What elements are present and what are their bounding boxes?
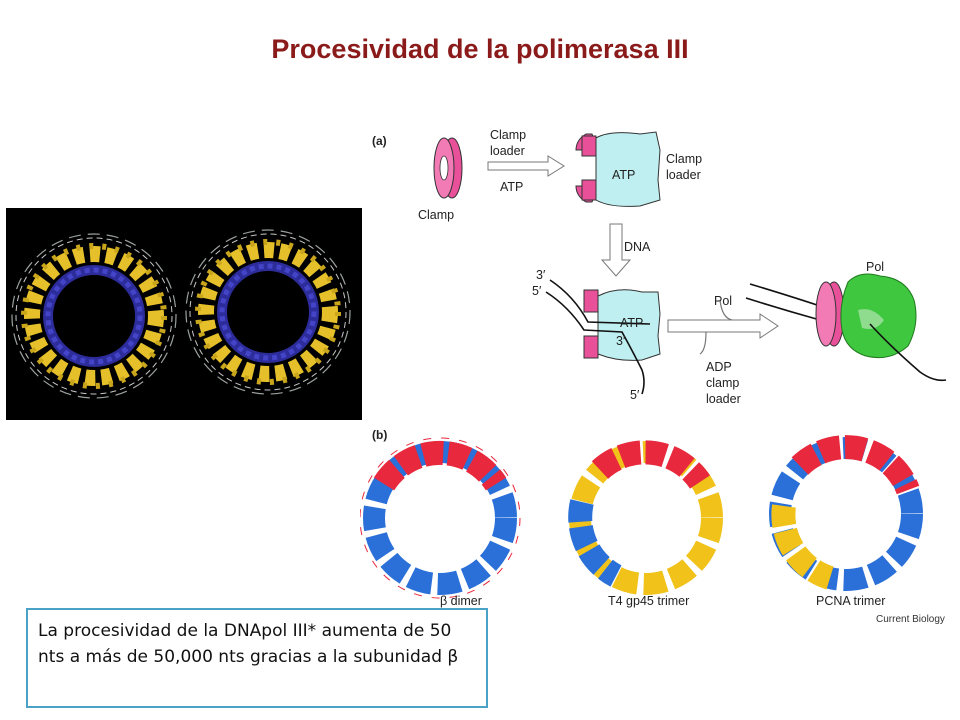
beta-dimer-label: β dimer — [440, 594, 482, 609]
arrow-clamp-loader — [488, 156, 564, 176]
prime5-bottom-label: 5′ — [630, 388, 639, 403]
panel-a-label: (a) — [372, 134, 387, 149]
prime3-inner-label: 3′ — [616, 334, 625, 349]
atp-box-label-2: ATP — [620, 316, 643, 331]
prime5-top-label: 5′ — [532, 284, 541, 299]
clamp-loader-side-label-1: Clamp — [666, 152, 702, 167]
dna-arrow-label: DNA — [624, 240, 650, 255]
pol-arrow-label: Pol — [714, 294, 732, 309]
page-title: Procesividad de la polimerasa III — [0, 34, 960, 65]
pol-label: Pol — [866, 260, 884, 275]
adp-label-1: ADP — [706, 360, 732, 375]
clamp-loader-arrow-label-2: loader — [490, 144, 525, 159]
t4-gp45-trimer-ring — [580, 452, 712, 584]
image-credit: Current Biology — [876, 614, 945, 625]
clamp-label: Clamp — [418, 208, 454, 223]
note-box: La procesividad de la DNApol III* aument… — [26, 608, 488, 708]
protein-structure-image — [6, 208, 362, 420]
prime3-top-label: 3′ — [536, 268, 545, 283]
atp-box-label-1: ATP — [612, 168, 635, 183]
clamp-loading-diagram: (a) Clamp Clamp loader ATP ATP Clamp loa… — [360, 110, 960, 630]
panel-b-label: (b) — [372, 428, 387, 443]
pcna-trimer-ring — [780, 447, 912, 580]
clamp-loader-arrow-label-1: Clamp — [490, 128, 526, 143]
pcna-trimer-label: PCNA trimer — [816, 594, 885, 609]
t4-trimer-label: T4 gp45 trimer — [608, 594, 689, 609]
clamp-loader-side-label-2: loader — [666, 168, 701, 183]
beta-dimer-ring — [360, 438, 520, 598]
clamp-ring — [434, 138, 462, 198]
adp-label-3: loader — [706, 392, 741, 407]
atp-arrow-label: ATP — [500, 180, 523, 195]
adp-label-2: clamp — [706, 376, 739, 391]
clamp-loader-complex-2 — [546, 280, 660, 394]
